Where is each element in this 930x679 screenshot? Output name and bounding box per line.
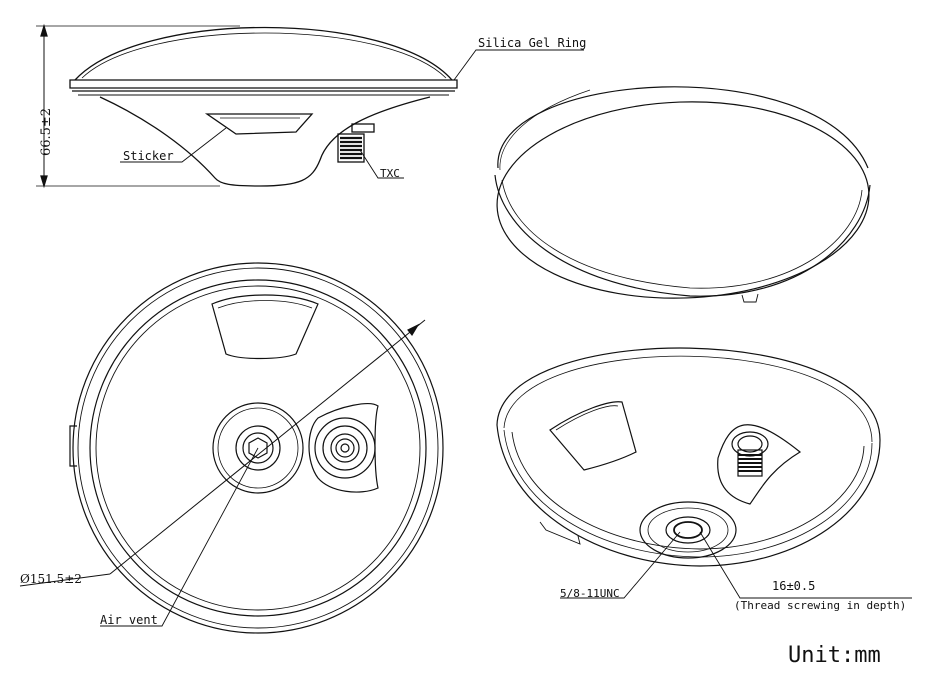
height-dimension-label: 66.5±2 [39,108,54,156]
perspective-top-view [494,86,871,303]
side-view [36,23,584,189]
txc-label: TXC [380,167,400,180]
bottom-view [19,262,444,634]
diameter-label: Ø151.5±2 [20,572,82,586]
unit-label: Unit:mm [788,643,881,668]
sticker-label: Sticker [123,149,174,163]
thread-depth-value: 16±0.5 [772,579,815,593]
perspective-bottom-view [496,347,912,599]
thread-spec-label: 5/8-11UNC [560,587,620,600]
silica-gel-ring-label: Silica Gel Ring [478,36,586,50]
thread-depth-note: (Thread screwing in depth) [734,599,906,612]
air-vent-label: Air vent [100,613,158,627]
